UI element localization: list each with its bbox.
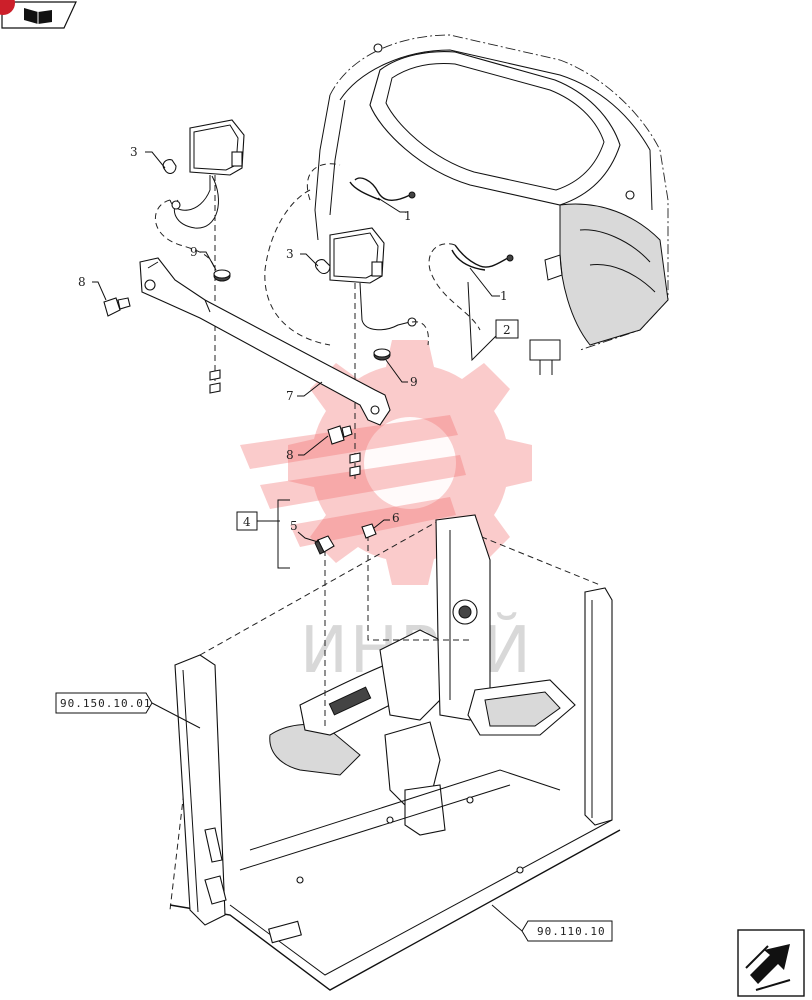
reference-90-150-10-01[interactable]: 90.150.10.01: [55, 692, 201, 729]
svg-text:9: 9: [410, 375, 418, 389]
callout-9-lower: 9: [385, 359, 418, 389]
gear-logo: [240, 340, 532, 585]
bolt-lower: [327, 425, 353, 445]
callout-7: 7: [286, 381, 323, 403]
svg-text:8: 8: [78, 275, 86, 289]
callout-3-upper: 3: [130, 145, 166, 169]
washers-right: [349, 452, 361, 477]
svg-text:3: 3: [286, 247, 294, 261]
svg-text:8: 8: [286, 448, 294, 462]
svg-text:90.150.10.01: 90.150.10.01: [60, 697, 151, 710]
fuse-item-6: [361, 523, 377, 539]
top-nav-button[interactable]: [0, 0, 77, 29]
callout-2: 2: [467, 281, 519, 362]
mounting-bracket: [139, 257, 391, 426]
next-page-arrow-icon: [745, 944, 791, 991]
svg-text:5: 5: [290, 519, 298, 533]
svg-text:1: 1: [500, 289, 508, 303]
svg-text:4: 4: [243, 515, 251, 529]
svg-text:7: 7: [286, 389, 294, 403]
svg-text:6: 6: [392, 511, 400, 525]
work-lamp-upper: [155, 119, 245, 395]
grommet-upper: [213, 269, 231, 282]
callout-5: 5: [290, 519, 319, 543]
svg-text:9: 9: [190, 245, 198, 259]
bolt-upper: [103, 297, 131, 317]
callout-8-lower: 8: [286, 435, 329, 462]
grommet-lower: [373, 348, 391, 361]
svg-text:3: 3: [130, 145, 138, 159]
callout-9-upper: 9: [190, 245, 217, 271]
callout-1-lower: 1: [469, 267, 508, 303]
reference-90-110-10[interactable]: 90.110.10: [491, 904, 613, 942]
callout-8-upper: 8: [78, 275, 107, 301]
fuse-item-5: [314, 535, 335, 555]
wiring-harness-lower: [428, 243, 514, 331]
callout-6: 6: [373, 511, 400, 529]
svg-text:1: 1: [404, 209, 412, 223]
work-lamp-lower: [329, 227, 429, 480]
cab-roof: [314, 34, 669, 375]
callout-1-upper: 1: [377, 197, 412, 223]
washers-left: [209, 369, 221, 394]
nav-badge-dot: [0, 0, 15, 15]
callout-3-lower: 3: [286, 247, 319, 267]
bulb-upper: [162, 159, 177, 175]
cab-frame: [169, 514, 621, 991]
bulb-lower: [315, 259, 331, 275]
svg-text:90.110.10: 90.110.10: [537, 925, 606, 938]
book-arrow-icon: [24, 8, 52, 24]
wiring-harness-upper: [264, 163, 416, 346]
next-page-button[interactable]: [737, 929, 805, 997]
callout-4: 4: [236, 499, 290, 569]
svg-text:2: 2: [503, 323, 511, 337]
